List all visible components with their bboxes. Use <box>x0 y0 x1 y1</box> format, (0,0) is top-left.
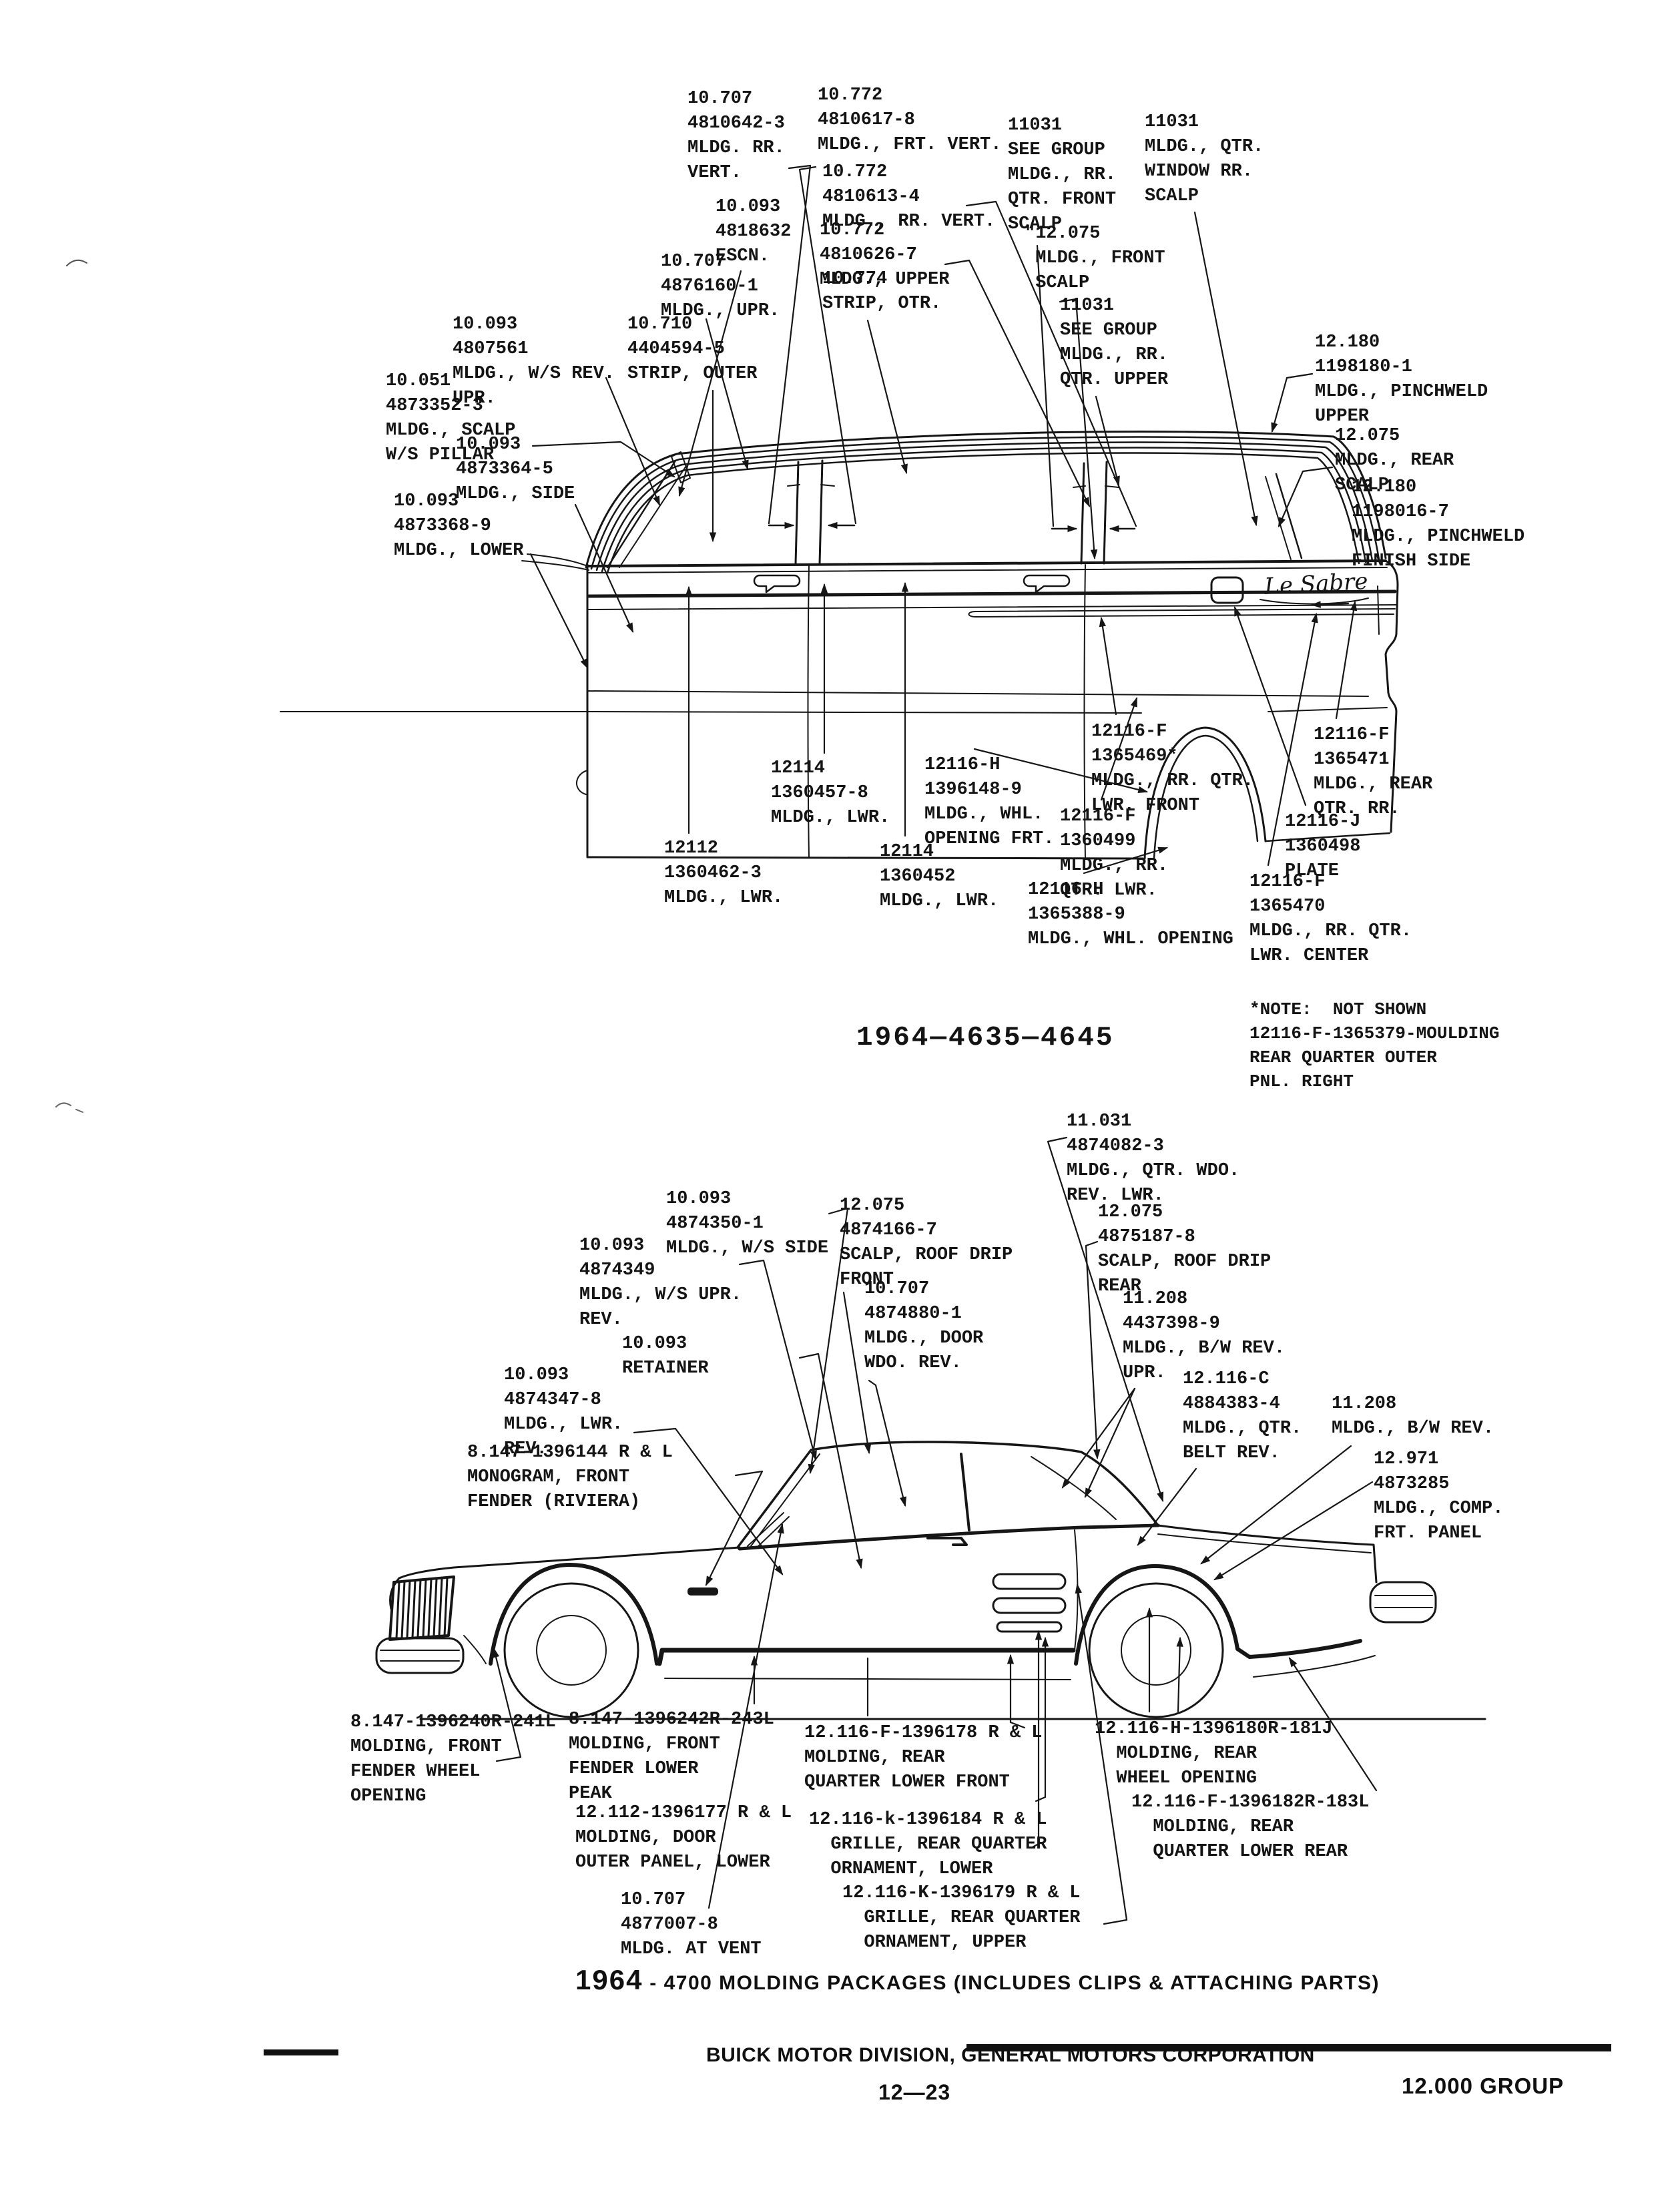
part-callout: 11.208 MLDG., B/W REV. <box>1332 1394 1494 1439</box>
part-callout: "12.075 MLDG., FRONT SCALP <box>1025 224 1165 293</box>
part-callout: 12.075 4874166-7 SCALP, ROOF DRIP FRONT <box>840 1196 1013 1290</box>
part-callout: 12.116-H-1396180R-181J MOLDING, REAR WHE… <box>1095 1719 1333 1788</box>
rear-wheel-opening <box>1074 1564 1239 1666</box>
belt-line <box>738 1523 1160 1551</box>
bottom-diagram-caption: 1964 - 4700 MOLDING PACKAGES (INCLUDES C… <box>575 1964 1380 1996</box>
part-callout: 12116-H 1365388-9 MLDG., WHL. OPENING <box>1028 880 1233 949</box>
vent-window <box>747 1512 790 1548</box>
part-callout: 12116-F 1360499 MLDG., RR. QTR. LWR. <box>1060 806 1169 901</box>
part-callout: 10.707 4874880-1 MLDG., DOOR WDO. REV. <box>864 1279 984 1373</box>
ws-pillar-scalp <box>671 451 691 483</box>
part-callout: 10.093 RETAINER <box>622 1334 709 1379</box>
leader-lines-top <box>529 164 1358 875</box>
part-callout: 8.147-1396144 R & L MONOGRAM, FRONT FEND… <box>467 1443 673 1512</box>
front-wheel-opening <box>489 1563 659 1666</box>
part-callout: 12116-F 1365469* MLDG., RR. QTR. LWR. FR… <box>1091 722 1254 816</box>
part-callout: 12112 1360462-3 MLDG., LWR. <box>664 838 784 908</box>
part-callout: 10.772 4810626-7 MLDG., UPPER <box>820 220 950 290</box>
part-callout: 10.051 4873352-3 MLDG., SCALP W/S PILLAR <box>386 371 516 465</box>
footer-company: BUICK MOTOR DIVISION, GENERAL MOTORS COR… <box>706 2044 1315 2066</box>
belt-molding <box>586 559 1387 567</box>
part-callout: 11.031 4874082-3 MLDG., QTR. WDO. REV. L… <box>1067 1112 1240 1206</box>
rear-wheel <box>1088 1582 1224 1718</box>
footer-rule-right <box>966 2044 1611 2051</box>
part-callout: 10.093 4818632 ESCN. <box>716 197 792 266</box>
rocker-molding <box>657 1648 1076 1666</box>
part-callout: 12116-H 1396148-9 MLDG., WHL. OPENING FR… <box>924 755 1055 849</box>
quarter-lower-rear-molding <box>1235 1639 1362 1659</box>
quarter-ornament-lower <box>996 1621 1063 1633</box>
footer-group: 12.000 GROUP <box>1402 2073 1565 2098</box>
footer-rule-left <box>264 2049 338 2055</box>
riviera-drawing <box>375 1441 1486 1720</box>
spear-molding <box>968 608 1396 618</box>
part-callout: 12114 1360452 MLDG., LWR. <box>880 842 999 911</box>
scan-artifact <box>55 1102 83 1113</box>
part-callout: 12.116-k-1396184 R & L GRILLE, REAR QUAR… <box>809 1810 1047 1879</box>
fender-monogram <box>687 1587 718 1596</box>
grille <box>388 1575 455 1641</box>
part-callout: 12.116-K-1396179 R & L GRILLE, REAR QUAR… <box>842 1883 1081 1953</box>
leader-lines-bottom <box>493 1136 1378 1925</box>
part-callout: 10.093 4874347-8 MLDG., LWR. REV. <box>504 1365 623 1459</box>
scan-artifact <box>66 259 87 266</box>
part-callout: 10.707 4876160-1 MLDG., UPR. <box>661 252 780 321</box>
top-diagram-caption: 1964—4635—4645 <box>856 1023 1115 1053</box>
part-callout: 12.971 4873285 MLDG., COMP. FRT. PANEL <box>1374 1449 1504 1543</box>
part-callout: 10.707 4810642-3 MLDG. RR. VERT. <box>687 89 785 183</box>
part-callout: 12.116-C 4884383-4 MLDG., QTR. BELT REV. <box>1183 1369 1302 1463</box>
rear-wheel-opening <box>1143 726 1267 860</box>
part-callout: 12.116-F-1396182R-183L MOLDING, REAR QUA… <box>1131 1792 1370 1862</box>
part-callout: 12.180 1198180-1 MLDG., PINCHWELD UPPER <box>1315 332 1488 427</box>
part-callout: 10.772 4810613-4 MLDG., RR. VERT. <box>822 162 996 232</box>
lower-belt-molding <box>587 589 1397 598</box>
part-callout: 12116-F 1365471 MLDG., REAR QTR. RR. <box>1314 725 1433 819</box>
part-callout: 11031 SEE GROUP MLDG., RR. QTR. FRONT SC… <box>1008 115 1117 234</box>
part-callout: 12.075 MLDG., REAR SCALP <box>1335 426 1454 495</box>
part-callout: 10.093 4873368-9 MLDG., LOWER <box>394 491 524 561</box>
caption-year: 1964 <box>575 1964 643 1995</box>
part-callout: 11031 SEE GROUP MLDG., RR. QTR. UPPER <box>1060 296 1169 390</box>
rear-bumper <box>1369 1581 1437 1624</box>
part-callout: 10.772 4810617-8 MLDG., FRT. VERT. <box>818 85 1002 155</box>
part-callout: 12.116-F-1396178 R & L MOLDING, REAR QUA… <box>804 1723 1043 1792</box>
part-callout: 11031 MLDG., QTR. WINDOW RR. SCALP <box>1145 112 1264 206</box>
part-callout: 12114 1360457-8 MLDG., LWR. <box>771 758 890 828</box>
front-bumper <box>375 1637 465 1674</box>
part-callout: 10.093 4874349 MLDG., W/S UPR. REV. <box>579 1236 742 1330</box>
door-handle-front <box>753 574 801 593</box>
wagon-drawing: Le Sabre <box>521 430 1399 860</box>
tailgate-edge <box>1384 559 1399 833</box>
part-callout: 10.707 4877007-8 MLDG. AT VENT <box>621 1890 762 1959</box>
quarter-ornament-upper <box>992 1573 1067 1590</box>
note-not-shown: *NOTE: NOT SHOWN 12116-F-1365379-MOULDIN… <box>1249 999 1500 1091</box>
part-callout: 10.710 4404594-5 STRIP, OUTER <box>627 314 758 384</box>
quarter-ornament-mid <box>992 1597 1067 1614</box>
part-callout: 12.112-1396177 R & L MOLDING, DOOR OUTER… <box>575 1803 792 1873</box>
door-handle <box>926 1537 968 1546</box>
door-handle-rear <box>1023 574 1071 593</box>
part-callout: 10.093 4874350-1 MLDG., W/S SIDE <box>666 1189 829 1258</box>
part-callout: 8.147-1396240R-241L MOLDING, FRONT FENDE… <box>350 1712 556 1806</box>
caption-text: - 4700 MOLDING PACKAGES (INCLUDES CLIPS … <box>643 1972 1380 1994</box>
part-callout: 12116-F 1365470 MLDG., RR. QTR. LWR. CEN… <box>1249 872 1412 966</box>
footer-page-number: 12—23 <box>878 2080 951 2104</box>
part-callout: 12.075 4875187-8 SCALP, ROOF DRIP REAR <box>1098 1202 1272 1296</box>
part-callout: 10.093 4873364-5 MLDG., SIDE <box>456 435 575 504</box>
lesabre-script: Le Sabre <box>1263 568 1368 600</box>
part-callout: 12.180 1198016-7 MLDG., PINCHWELD FINISH… <box>1352 477 1525 571</box>
part-callout: 11.208 4437398-9 MLDG., B/W REV. UPR. <box>1123 1289 1286 1383</box>
part-callout: 8.147-1396242R-243L MOLDING, FRONT FENDE… <box>569 1710 774 1804</box>
quarter-plate <box>1210 576 1244 604</box>
part-callout: 10.093 4807561 MLDG., W/S REV. UPR. <box>453 314 615 409</box>
part-callout: 12116-J 1360498 PLATE <box>1285 812 1361 881</box>
part-callout: 10.774 STRIP, OTR. <box>822 269 942 314</box>
front-wheel <box>503 1582 639 1718</box>
